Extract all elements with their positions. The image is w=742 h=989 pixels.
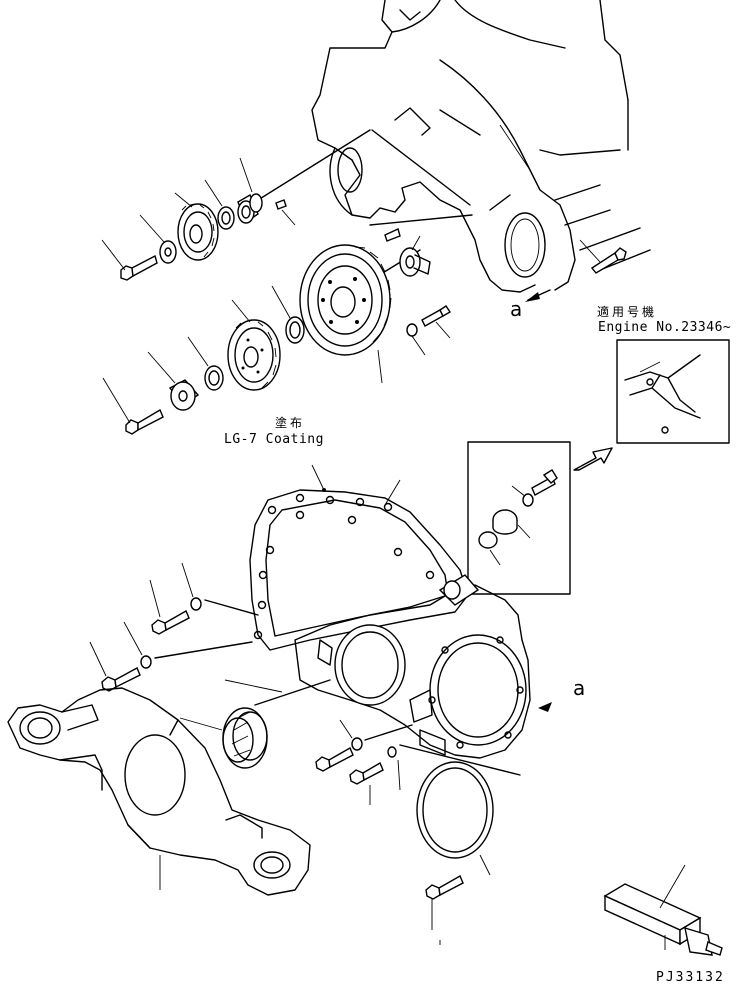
seal-installer-tool	[603, 864, 723, 956]
coating-pointer	[311, 464, 326, 492]
cover-bolts	[89, 562, 413, 805]
drawing-number: PJ33132	[656, 970, 725, 985]
reference-a-upper: a	[510, 297, 523, 321]
oil-seal	[179, 707, 268, 769]
breather-callout-box	[454, 441, 571, 595]
upper-idler-gear-stack	[101, 129, 371, 281]
cover-plate	[399, 744, 521, 945]
engine-block-outline	[311, 0, 651, 293]
reference-a-lower: a	[573, 676, 586, 700]
lower-idler-gear-stack	[102, 228, 451, 435]
upper-reference-arrow	[525, 239, 627, 302]
front-mount-bracket	[7, 687, 311, 896]
engine-serial-number: Engine No.23346~	[598, 320, 732, 335]
serial-inset-box	[573, 339, 730, 471]
apply-label: 塗布	[275, 416, 306, 430]
applicable-serial-label: 適用号機	[597, 305, 658, 319]
front-cover-assembly	[224, 479, 552, 759]
coating-label: LG-7 Coating	[224, 432, 324, 447]
